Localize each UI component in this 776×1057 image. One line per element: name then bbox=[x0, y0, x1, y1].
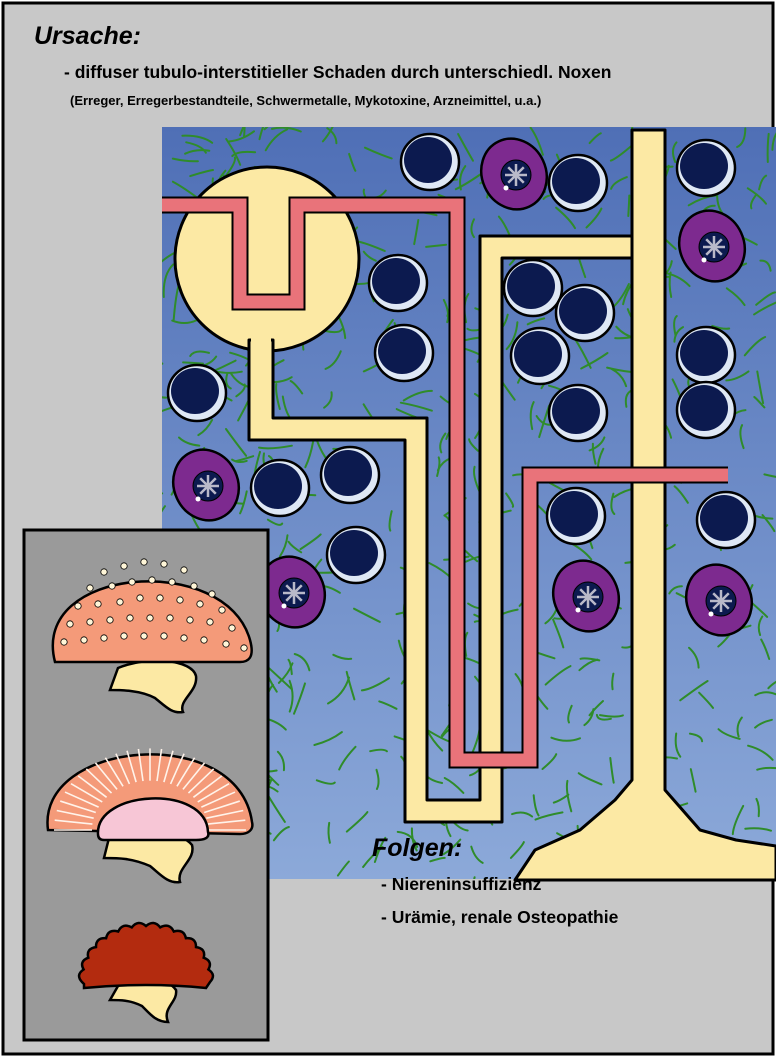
cause-examples: (Erreger, Erregerbestandteile, Schwermet… bbox=[70, 93, 541, 108]
lymphocyte-icon bbox=[556, 285, 614, 341]
lymphocyte-icon bbox=[369, 255, 427, 311]
lymphocyte-icon bbox=[168, 365, 226, 421]
lymphocyte-icon bbox=[511, 328, 569, 384]
lymphocyte-icon bbox=[677, 327, 735, 383]
lymphocyte-icon bbox=[547, 488, 605, 544]
lymphocyte-icon bbox=[549, 155, 607, 211]
lymphocyte-icon bbox=[321, 447, 379, 503]
consequences-title: Folgen: bbox=[372, 834, 462, 863]
lymphocyte-icon bbox=[677, 382, 735, 438]
lymphocyte-icon bbox=[677, 140, 735, 196]
lymphocyte-icon bbox=[327, 527, 385, 583]
lymphocyte-icon bbox=[549, 385, 607, 441]
cause-description: - diffuser tubulo-interstitieller Schade… bbox=[64, 62, 611, 83]
lymphocyte-icon bbox=[697, 492, 755, 548]
kidney-stages-inset bbox=[24, 530, 268, 1040]
cause-title: Ursache: bbox=[34, 22, 141, 51]
lymphocyte-icon bbox=[375, 325, 433, 381]
consequence-item: - Urämie, renale Osteopathie bbox=[381, 907, 618, 928]
lymphocyte-icon bbox=[504, 260, 562, 316]
lymphocyte-icon bbox=[401, 134, 459, 190]
consequence-item: - Niereninsuffizienz bbox=[381, 874, 541, 895]
lymphocyte-icon bbox=[251, 460, 309, 516]
glomerulus-capsule bbox=[175, 167, 359, 351]
